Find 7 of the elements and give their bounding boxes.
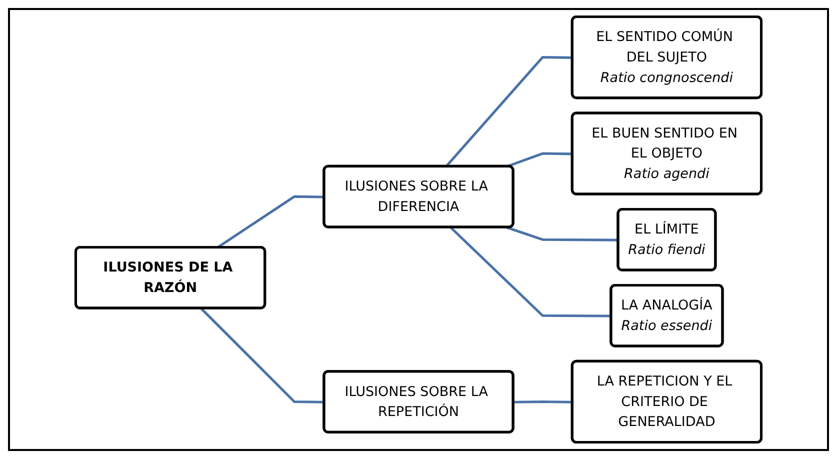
connector	[445, 56, 573, 168]
connector	[506, 152, 573, 168]
connector	[216, 195, 324, 249]
connector	[506, 226, 618, 242]
connector	[450, 226, 612, 318]
connector	[200, 308, 324, 404]
connector	[513, 400, 573, 404]
